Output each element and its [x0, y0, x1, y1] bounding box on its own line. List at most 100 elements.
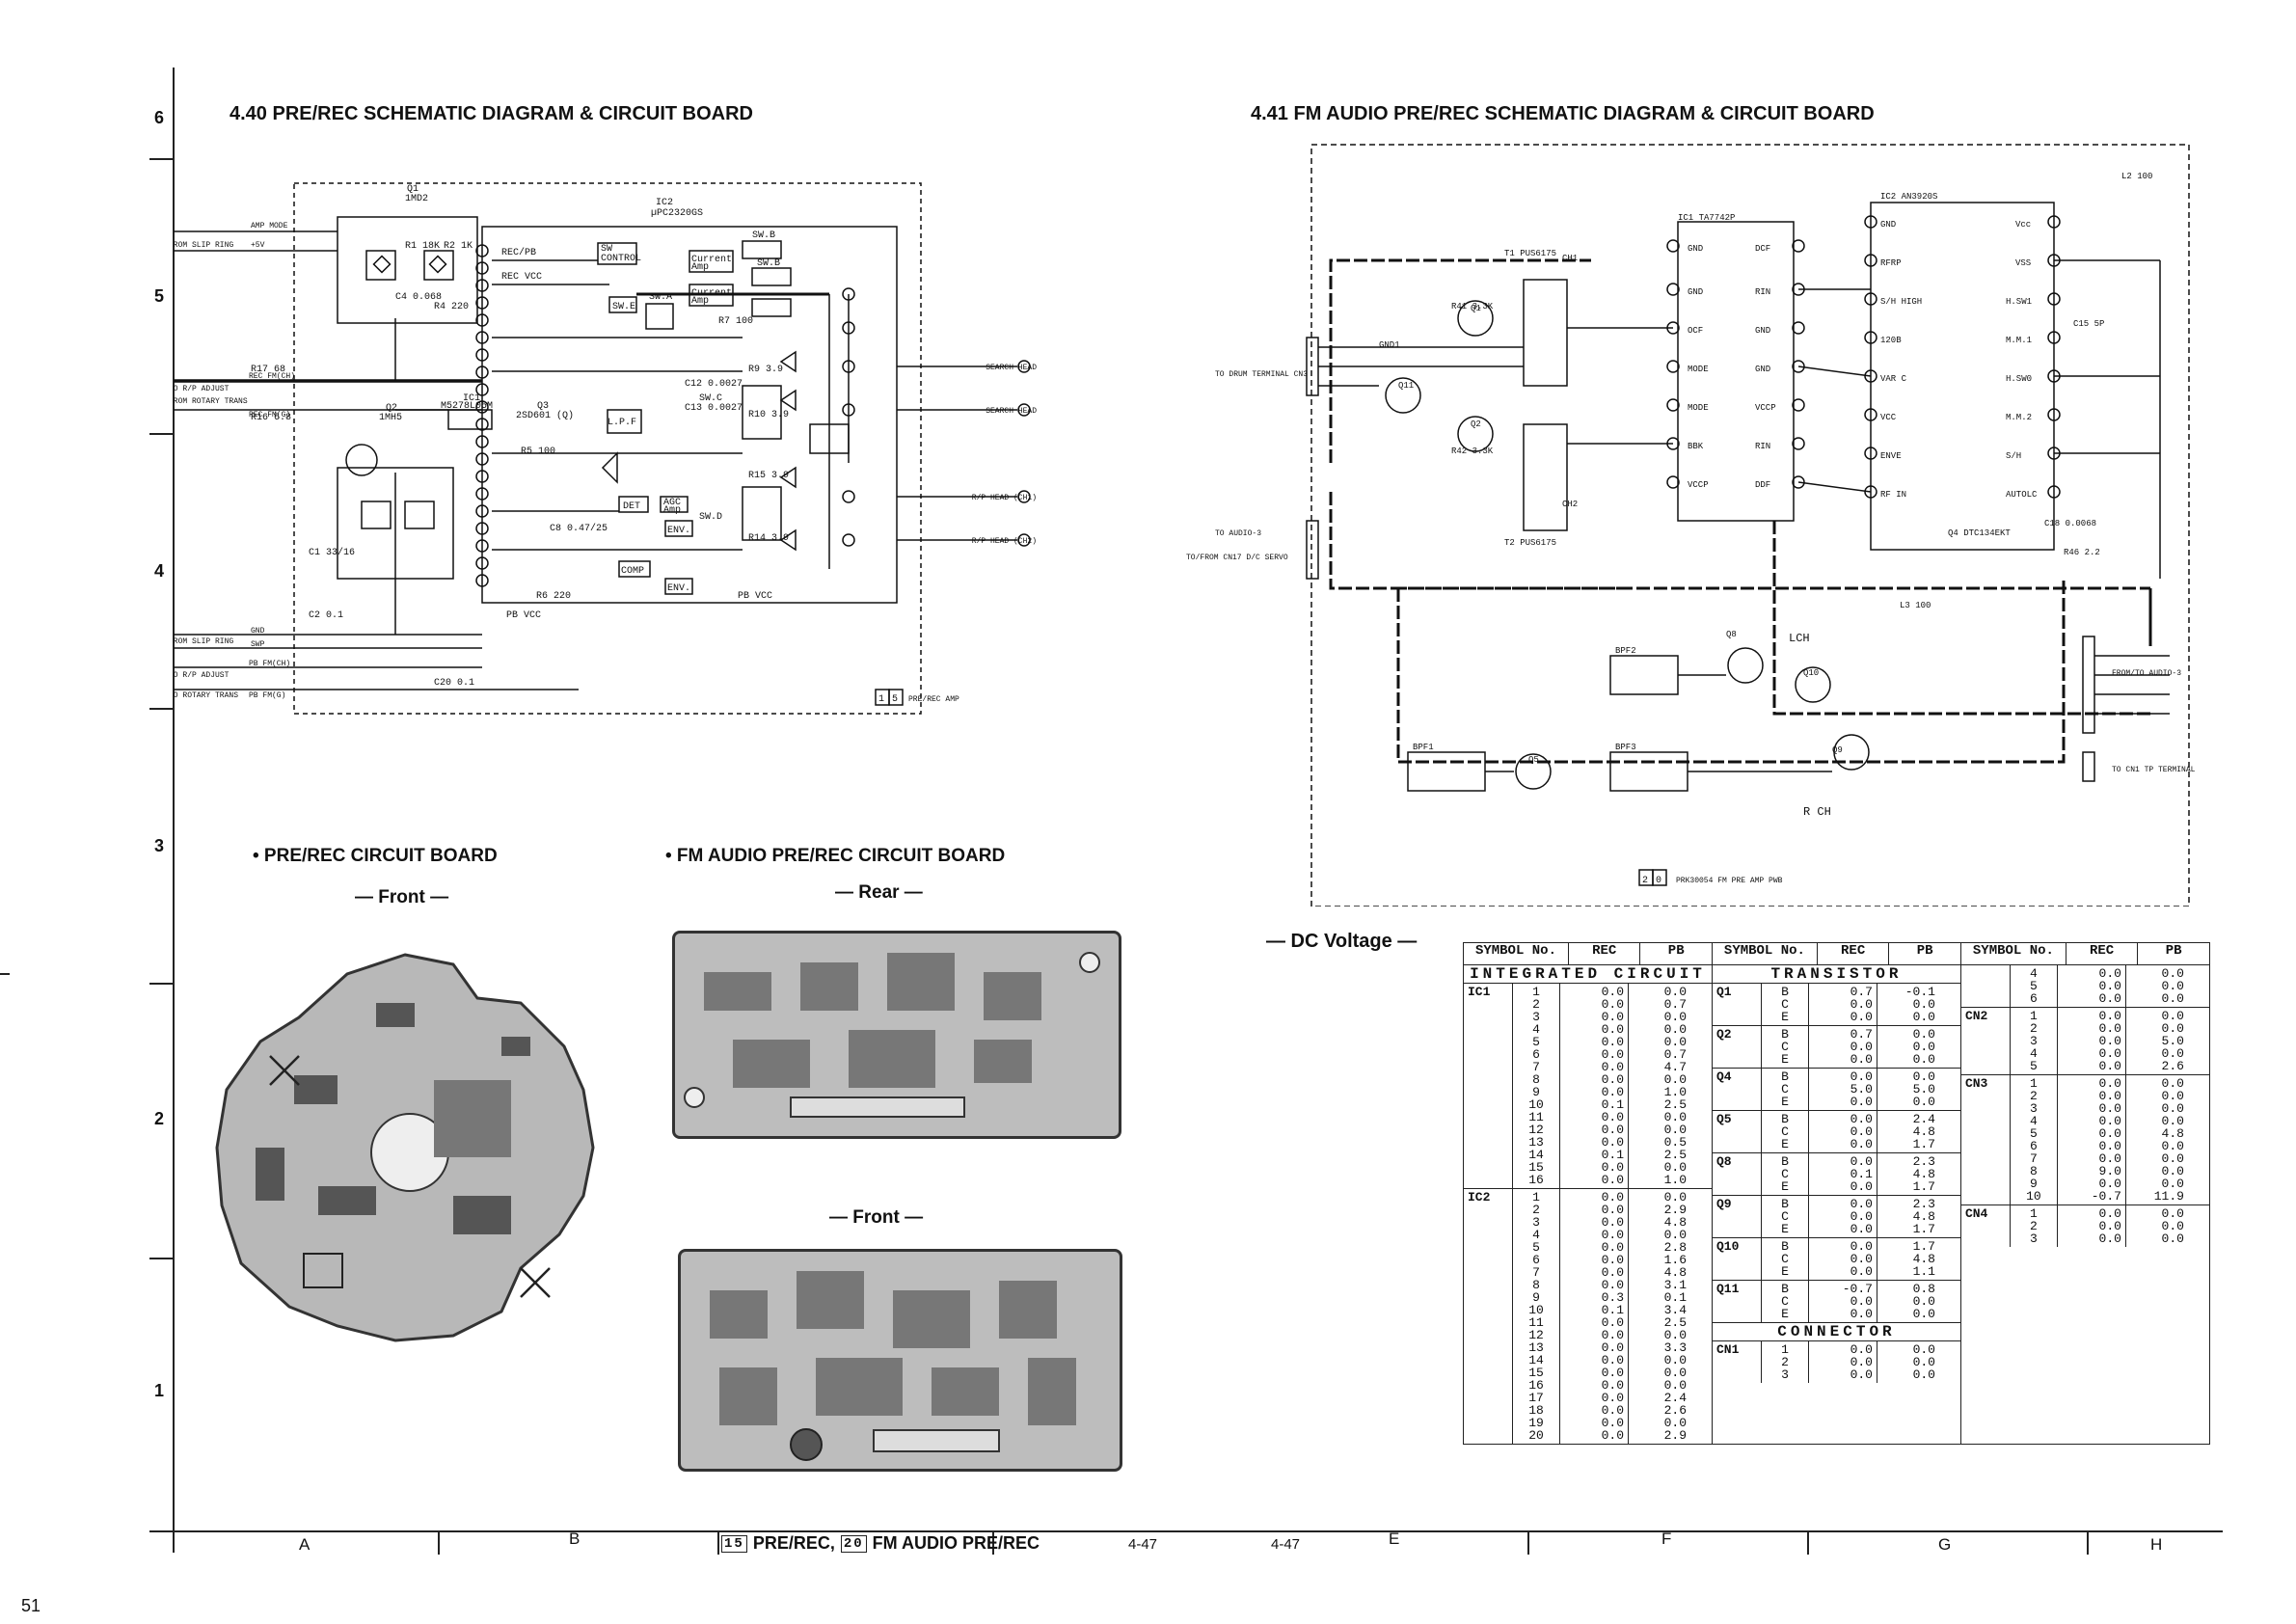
dc-q11-rec: -0.7 0.0 0.0: [1807, 1281, 1877, 1322]
dc-cn3-pb: 0.0 0.0 0.0 0.0 4.8 0.0 0.0 0.0 0.0 11.9: [2124, 1075, 2188, 1204]
dc-cont-pins: 4 5 6: [2009, 965, 2057, 1007]
svg-text:M.M.1: M.M.1: [2006, 336, 2032, 345]
right-ic1-label: IC1 TA7742P: [1678, 213, 1735, 223]
dc-q8-rec: 0.0 0.1 0.0: [1807, 1153, 1877, 1195]
svg-text:ENVE: ENVE: [1880, 451, 1902, 461]
dc-q10-pb: 1.7 4.8 1.1: [1876, 1238, 1939, 1280]
dc-q10-pins: B C E: [1760, 1238, 1808, 1280]
output-rp-head-ch1: R/P HEAD (CH1): [972, 494, 1037, 502]
pre-rec-circuit-board-picture: [215, 953, 595, 1342]
label-amp-mode: AMP MODE: [251, 222, 288, 230]
dc-ic1-symbol: IC1: [1468, 985, 1491, 999]
svg-text:R5 100: R5 100: [521, 447, 555, 457]
row-label-3: 3: [154, 836, 165, 855]
label-from-slip-ring-2: FROM SLIP RING: [174, 637, 233, 646]
dc-q10-symbol: Q10: [1715, 1239, 1740, 1254]
footer-caption: 15 PRE/REC, 20 FM AUDIO PRE/REC: [721, 1533, 1040, 1554]
svg-text:Q3: Q3: [537, 401, 549, 412]
dc-q10-rec: 0.0 0.0 0.0: [1807, 1238, 1877, 1280]
dc-voltage-title: — DC Voltage —: [1266, 931, 1418, 952]
left-board-tag-id-2: 5: [892, 694, 898, 705]
right-title: 4.41 FM AUDIO PRE/REC SCHEMATIC DIAGRAM …: [1251, 103, 1875, 124]
svg-text:MODE: MODE: [1688, 365, 1709, 374]
dc-cn2-rec: 0.0 0.0 0.0 0.0 0.0: [2056, 1008, 2125, 1074]
col-label-f: F: [1661, 1529, 1672, 1548]
svg-text:C18 0.0068: C18 0.0068: [2044, 519, 2096, 528]
svg-text:BPF1: BPF1: [1413, 743, 1434, 752]
svg-text:Q10: Q10: [1803, 668, 1819, 678]
svg-text:1MH5: 1MH5: [379, 413, 402, 423]
svg-text:GND: GND: [1880, 220, 1896, 230]
svg-text:Vcc: Vcc: [2015, 220, 2031, 230]
svg-text:RF IN: RF IN: [1880, 490, 1906, 500]
svg-text:SW.D: SW.D: [699, 512, 722, 523]
svg-text:R15 3.9: R15 3.9: [748, 471, 789, 481]
svg-text:Q2: Q2: [386, 403, 397, 414]
svg-text:DET: DET: [623, 501, 640, 512]
label-to-rp-adjust-2: TO R/P ADJUST: [174, 671, 230, 680]
svg-text:Q9: Q9: [1832, 745, 1843, 755]
label-to-dc-servo: TO/FROM CN17 D/C SERVO: [1186, 554, 1288, 562]
svg-text:BPF2: BPF2: [1615, 646, 1636, 656]
svg-text:RIN: RIN: [1755, 442, 1770, 451]
dc-q1-symbol: Q1: [1715, 985, 1732, 999]
row-label-5: 5: [154, 286, 165, 306]
label-rec-fm-ch: REC FM(CH): [249, 372, 295, 381]
svg-text:Amp: Amp: [691, 296, 709, 307]
dc-q1-pb: -0.1 0.0 0.0: [1876, 984, 1939, 1025]
dc-cn1-rec: 0.0 0.0 0.0: [1807, 1341, 1877, 1383]
label-from-slip-ring: FROM SLIP RING: [174, 241, 233, 250]
svg-text:VSS: VSS: [2015, 258, 2031, 268]
svg-text:Amp: Amp: [663, 505, 681, 516]
dc-cn2-symbol: CN2: [1964, 1009, 1988, 1023]
output-search-head-1: SEARCH HEAD: [986, 364, 1037, 372]
dc-cn1-symbol: CN1: [1715, 1342, 1740, 1357]
dc-q9-pb: 2.3 4.8 1.7: [1876, 1196, 1939, 1237]
page-number: 51: [21, 1596, 41, 1615]
right-ic2-label: IC2 AN3920S: [1880, 192, 1937, 202]
svg-text:R2 1K: R2 1K: [444, 241, 473, 252]
dc-cn3-pins: 1 2 3 4 5 6 7 8 9 10: [2009, 1075, 2057, 1204]
output-search-head-2: SEARCH HEAD: [986, 407, 1037, 416]
dc-q5-pins: B C E: [1760, 1111, 1808, 1152]
dc-q8-pb: 2.3 4.8 1.7: [1876, 1153, 1939, 1195]
left-board-tag: PRE/REC AMP: [908, 695, 959, 704]
dc-q4-rec: 0.0 5.0 0.0: [1807, 1069, 1877, 1110]
svg-text:R46 2.2: R46 2.2: [2064, 548, 2100, 557]
fm-board-view-rear: — Rear —: [835, 882, 923, 903]
svg-text:Amp: Amp: [691, 262, 709, 273]
svg-text:BBK: BBK: [1688, 442, 1704, 451]
col-label-a: A: [299, 1535, 311, 1554]
svg-text:R16 6.8: R16 6.8: [251, 413, 291, 423]
col-label-g: G: [1938, 1535, 1952, 1554]
svg-text:R14 3.9: R14 3.9: [748, 533, 789, 544]
row-label-2: 2: [154, 1109, 165, 1128]
svg-text:VAR C: VAR C: [1880, 374, 1907, 384]
svg-text:C15 5P: C15 5P: [2073, 319, 2104, 329]
dc-cn1-pins: 1 2 3: [1760, 1341, 1808, 1383]
svg-text:C1 33/16: C1 33/16: [309, 547, 355, 558]
label-swp: SWP: [251, 640, 265, 649]
dc-h-symbol-3: SYMBOL No.: [1959, 942, 2066, 965]
svg-text:ENV.: ENV.: [667, 583, 690, 594]
label-pb-fm-ch: PB FM(CH): [249, 660, 290, 668]
svg-text:Current: Current: [691, 255, 732, 265]
svg-text:GND: GND: [1755, 365, 1770, 374]
dc-cn4-pb: 0.0 0.0 0.0: [2124, 1205, 2188, 1247]
right-board-tag-id-2: 0: [1656, 876, 1661, 886]
svg-text:OCF: OCF: [1688, 326, 1703, 336]
svg-text:C13 0.0027: C13 0.0027: [685, 403, 743, 414]
svg-text:C12 0.0027: C12 0.0027: [685, 379, 743, 390]
svg-text:GND: GND: [1688, 244, 1703, 254]
output-rp-head-ch2: R/P HEAD (CH2): [972, 537, 1037, 546]
dc-h-symbol-2: SYMBOL No.: [1711, 942, 1818, 965]
